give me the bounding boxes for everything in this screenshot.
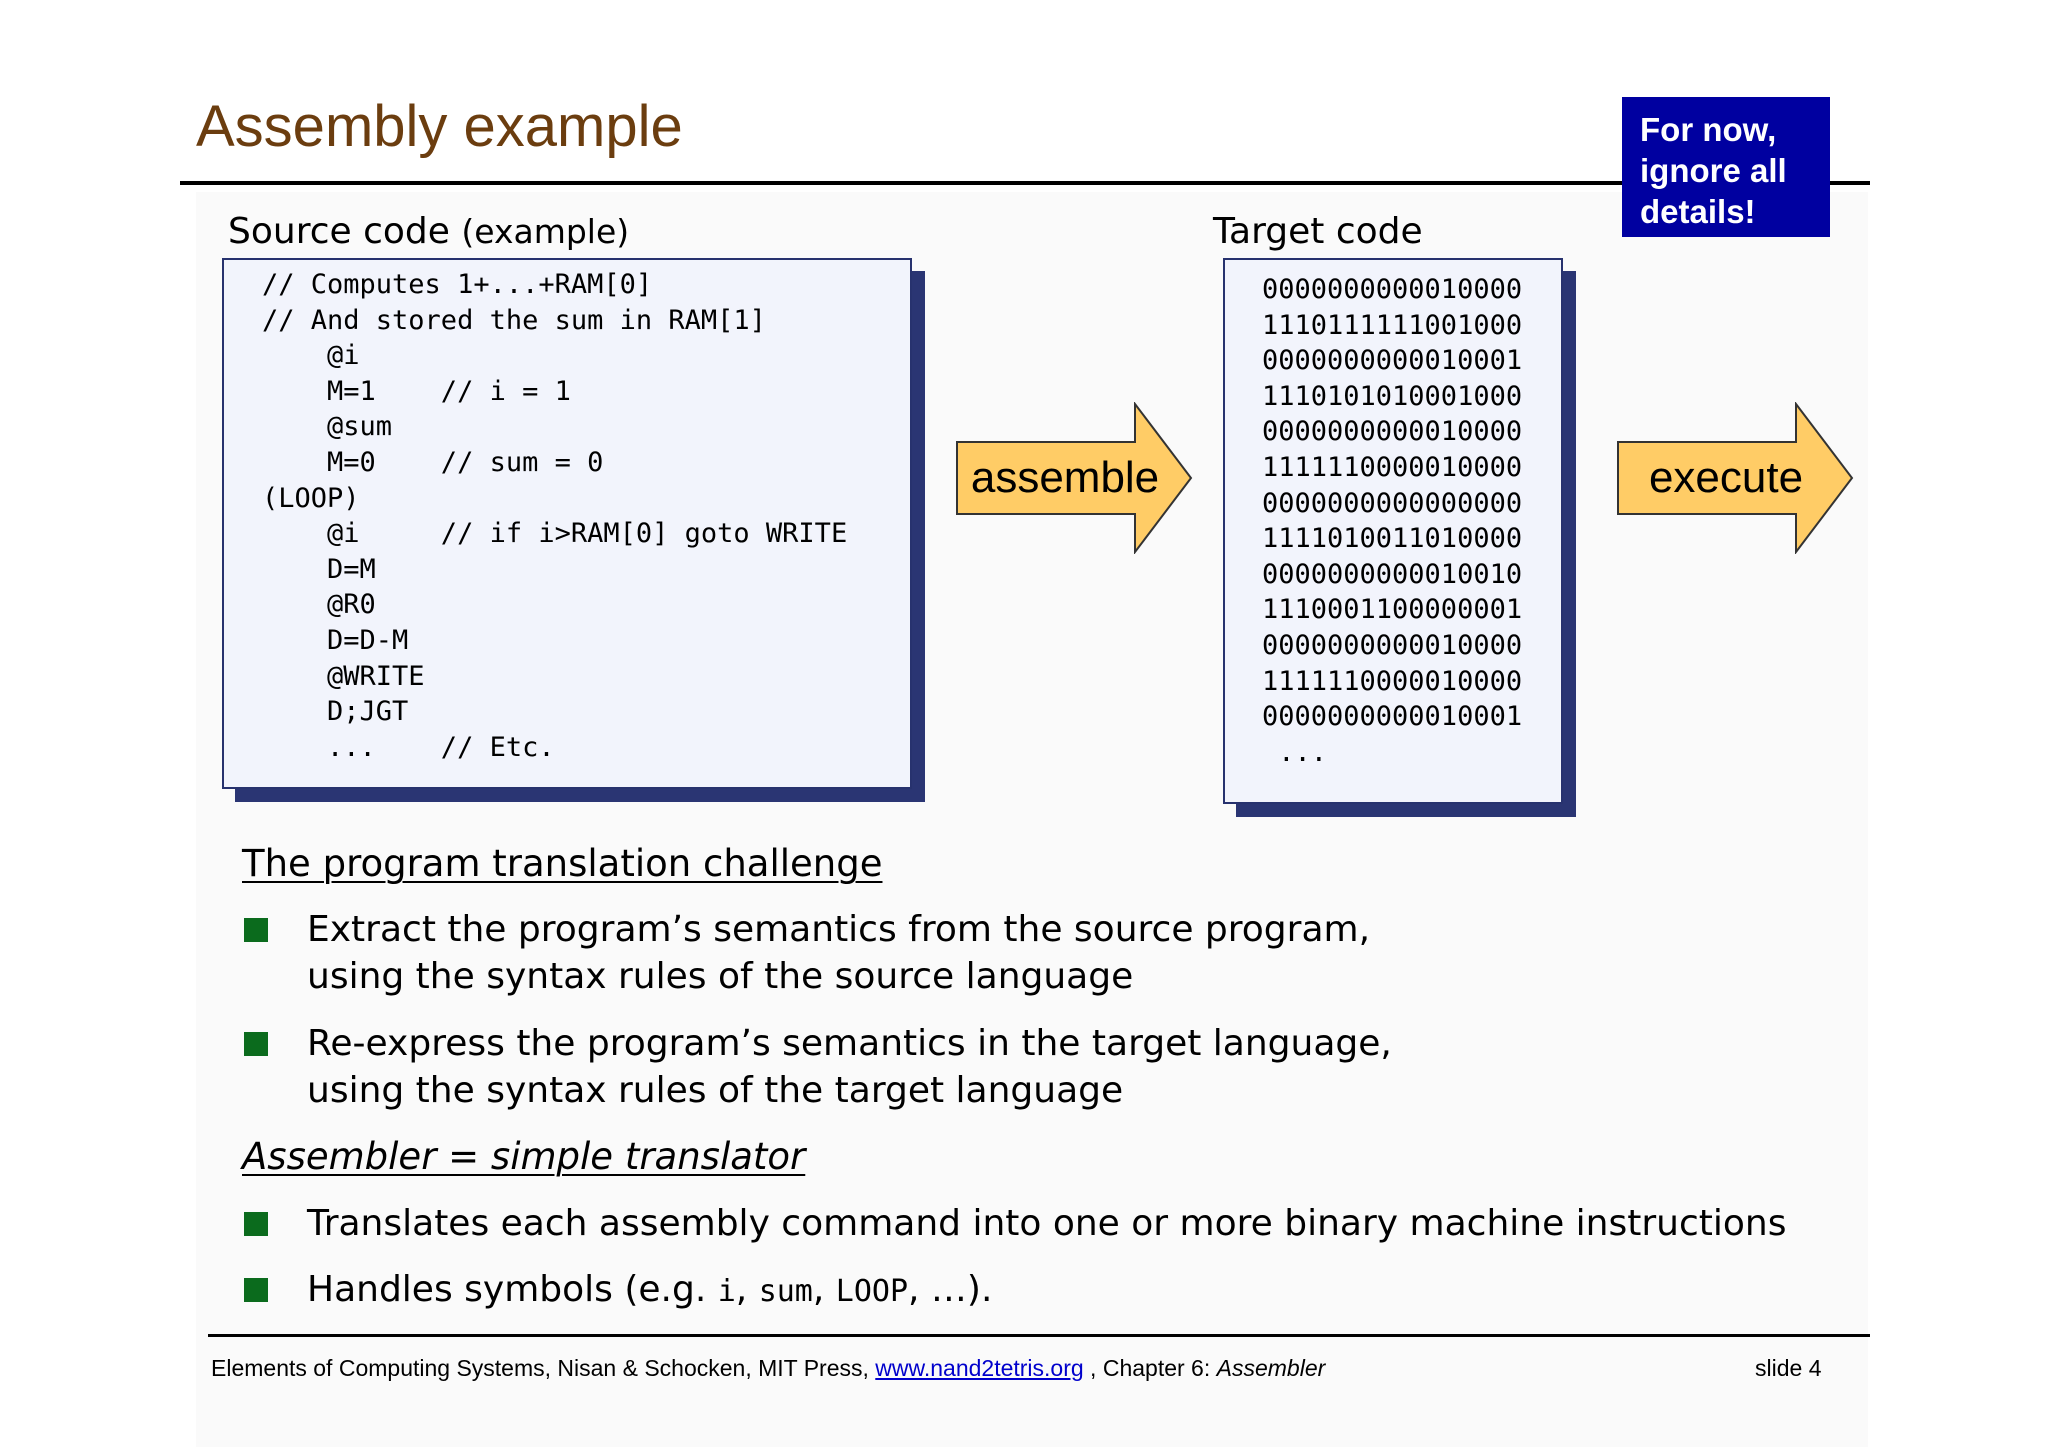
challenge-bullet-1-line-2: using the syntax rules of the source lan…: [307, 956, 1134, 997]
source-code-line: D=M: [262, 553, 376, 585]
assembler-heading: Assembler = simple translator: [242, 1135, 806, 1178]
target-code-line: 1110001100000001: [1262, 594, 1523, 626]
challenge-bullet-2-line-2: using the syntax rules of the target lan…: [307, 1070, 1124, 1111]
source-caption-label: Source code: [228, 211, 450, 252]
target-code-line: 1111110000010000: [1262, 451, 1523, 483]
execute-arrow-shape: [1617, 402, 1854, 554]
challenge-bullet-2-line-1: Re-express the program’s semantics in th…: [307, 1023, 1392, 1064]
assembler-bullet-2-marker: [244, 1278, 268, 1302]
challenge-bullet-1: Extract the program’s semantics from the…: [307, 906, 1370, 1000]
footer-chapter: Assembler: [1216, 1355, 1326, 1381]
challenge-heading: The program translation challenge: [242, 842, 883, 885]
note-line-1: For now,: [1640, 111, 1777, 148]
target-code-line: 0000000000010000: [1262, 416, 1523, 448]
target-caption: Target code: [1213, 211, 1423, 252]
source-code-line: @R0: [262, 589, 376, 621]
target-code-line: 1110111111001000: [1262, 309, 1523, 341]
footer-text-before: Elements of Computing Systems, Nisan & S…: [211, 1355, 876, 1381]
bullet-2-suffix: , …).: [908, 1269, 993, 1310]
note-box: For now, ignore all details!: [1622, 97, 1830, 237]
target-code-line: 0000000000010001: [1262, 701, 1523, 733]
source-code-line: // Computes 1+...+RAM[0]: [262, 269, 653, 300]
target-code-line: 0000000000010000: [1262, 629, 1523, 661]
assembler-bullet-1: Translates each assembly command into on…: [307, 1203, 1787, 1244]
footer-credit: Elements of Computing Systems, Nisan & S…: [211, 1357, 1325, 1380]
challenge-bullet-1-marker: [244, 918, 268, 942]
assembler-bullet-2: Handles symbols (e.g. i, sum, LOOP, …).: [307, 1266, 992, 1315]
target-code-line: 0000000000000000: [1262, 487, 1523, 519]
source-code-line: @i // if i>RAM[0] goto WRITE: [262, 518, 848, 550]
assembler-bullet-1-marker: [244, 1212, 268, 1236]
target-code-line: 0000000000010010: [1262, 558, 1523, 590]
challenge-bullet-1-line-1: Extract the program’s semantics from the…: [307, 909, 1371, 950]
source-caption-paren: (example): [461, 212, 630, 251]
source-code-lines: // Computes 1+...+RAM[0] // And stored th…: [262, 267, 847, 765]
target-code-line: 0000000000010000: [1262, 274, 1523, 305]
target-code-line: ...: [1262, 736, 1328, 768]
source-code-line: M=0 // sum = 0: [262, 446, 604, 478]
source-code-line: // And stored the sum in RAM[1]: [262, 304, 766, 336]
symbol-sum: sum: [758, 1274, 813, 1309]
symbol-i: i: [717, 1274, 736, 1309]
note-line-3: details!: [1640, 193, 1756, 230]
footer-text-after: , Chapter 6:: [1083, 1355, 1217, 1381]
source-code-line: @i: [262, 340, 360, 372]
execute-label: execute: [1648, 453, 1804, 502]
target-code-line: 1110101010001000: [1262, 380, 1523, 412]
source-caption: Source code (example): [228, 214, 629, 250]
assemble-arrow: [956, 402, 1193, 554]
source-code-line: D;JGT: [262, 696, 409, 728]
bullet-2-prefix: Handles symbols (e.g.: [307, 1269, 718, 1310]
assemble-arrow-shape: [956, 402, 1193, 554]
target-code-line: 0000000000010001: [1262, 345, 1523, 377]
source-code-line: ... // Etc.: [262, 731, 555, 763]
source-code-line: D=D-M: [262, 624, 409, 656]
nand2tetris-link[interactable]: www.nand2tetris.org: [875, 1355, 1084, 1381]
bullet-2-sep-2: ,: [812, 1269, 836, 1310]
bullet-2-sep-1: ,: [735, 1269, 759, 1310]
target-code-lines: 0000000000010000 1110111111001000 00000000…: [1262, 272, 1522, 770]
challenge-bullet-2: Re-express the program’s semantics in th…: [307, 1020, 1392, 1114]
source-code-line: (LOOP): [262, 482, 360, 514]
note-line-2: ignore all: [1640, 152, 1787, 189]
title-rule: [180, 181, 1870, 185]
target-code-line: 1111010011010000: [1262, 523, 1523, 555]
slide-number: slide 4: [1755, 1355, 1822, 1381]
source-code-box: [222, 258, 912, 789]
source-code-line: @sum: [262, 411, 393, 443]
target-code-box: [1223, 258, 1563, 804]
challenge-bullet-2-marker: [244, 1032, 268, 1056]
symbol-loop: LOOP: [835, 1274, 909, 1309]
slide-title: Assembly example: [196, 94, 683, 159]
execute-arrow: [1617, 402, 1854, 554]
assemble-label: assemble: [970, 453, 1160, 502]
source-code-line: M=1 // i = 1: [262, 375, 571, 407]
target-code-line: 1111110000010000: [1262, 665, 1523, 697]
footer-rule: [208, 1334, 1870, 1337]
source-code-line: @WRITE: [262, 660, 425, 692]
